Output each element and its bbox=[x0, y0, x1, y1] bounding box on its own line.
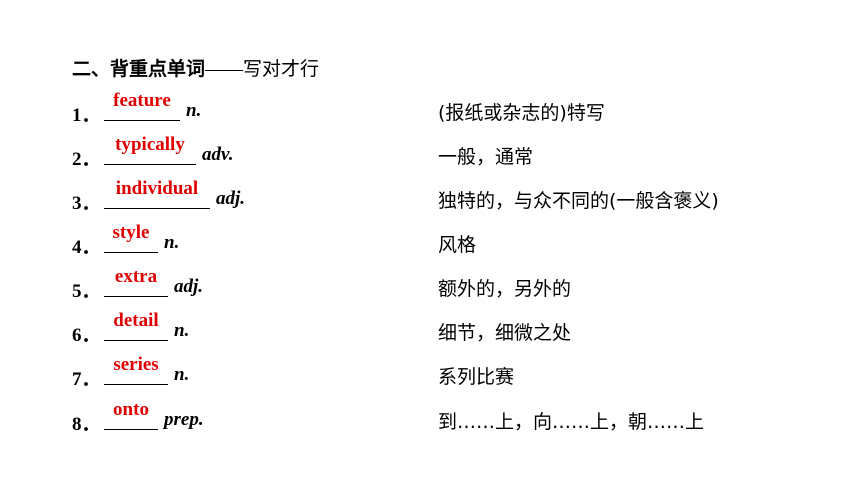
answer-blank: typically bbox=[104, 134, 196, 165]
vocab-row-3: 3． individual adj. 独特的，与众不同的(一般含褒义) bbox=[72, 178, 832, 214]
part-of-speech: n. bbox=[174, 320, 190, 341]
answer-word: feature bbox=[113, 90, 171, 111]
item-number: 3． bbox=[72, 193, 101, 214]
answer-blank: series bbox=[104, 354, 168, 385]
chinese-meaning: (报纸或杂志的)特写 bbox=[438, 102, 605, 124]
vocab-row-2: 2． typically adv. 一般，通常 bbox=[72, 134, 832, 170]
item-number: 1． bbox=[72, 105, 101, 126]
answer-blank: individual bbox=[104, 178, 210, 209]
item-number: 7． bbox=[72, 369, 101, 390]
item-number: 2． bbox=[72, 149, 101, 170]
answer-word: detail bbox=[113, 310, 159, 331]
section-subtitle: 写对才行 bbox=[243, 59, 320, 80]
answer-blank: detail bbox=[104, 310, 168, 341]
section-title: 二、背重点单词——写对才行 bbox=[72, 54, 319, 81]
answer-word: extra bbox=[114, 266, 158, 287]
section-title-main: 二、背重点单词 bbox=[72, 59, 206, 80]
answer-word: individual bbox=[115, 178, 199, 199]
part-of-speech: adv. bbox=[202, 144, 234, 165]
part-of-speech: n. bbox=[174, 364, 190, 385]
part-of-speech: adj. bbox=[174, 276, 204, 297]
answer-word: series bbox=[113, 354, 159, 375]
chinese-meaning: 到……上，向……上，朝……上 bbox=[438, 411, 705, 433]
vocab-row-4: 4． style n. 风格 bbox=[72, 222, 832, 258]
vocab-row-6: 6． detail n. 细节，细微之处 bbox=[72, 310, 832, 346]
chinese-meaning: 独特的，与众不同的(一般含褒义) bbox=[438, 190, 719, 212]
part-of-speech: n. bbox=[186, 100, 202, 121]
chinese-meaning: 额外的，另外的 bbox=[438, 278, 572, 300]
part-of-speech: n. bbox=[164, 232, 180, 253]
answer-blank: extra bbox=[104, 266, 168, 297]
item-number: 4． bbox=[72, 237, 101, 258]
title-dash: —— bbox=[205, 59, 244, 80]
answer-word: style bbox=[112, 222, 150, 243]
item-number: 5． bbox=[72, 281, 101, 302]
vocab-row-7: 7． series n. 系列比赛 bbox=[72, 354, 832, 390]
vocab-row-8: 8． onto prep. 到……上，向……上，朝……上 bbox=[72, 399, 832, 435]
vocab-row-5: 5． extra adj. 额外的，另外的 bbox=[72, 266, 832, 302]
answer-word: typically bbox=[115, 134, 185, 155]
answer-word: onto bbox=[113, 399, 149, 420]
chinese-meaning: 细节，细微之处 bbox=[438, 322, 572, 344]
item-number: 8． bbox=[72, 414, 101, 435]
chinese-meaning: 系列比赛 bbox=[438, 366, 515, 388]
chinese-meaning: 风格 bbox=[438, 234, 477, 256]
item-number: 6． bbox=[72, 325, 101, 346]
answer-blank: onto bbox=[104, 399, 158, 430]
part-of-speech: prep. bbox=[164, 409, 204, 430]
chinese-meaning: 一般，通常 bbox=[438, 146, 534, 168]
answer-blank: feature bbox=[104, 90, 180, 121]
part-of-speech: adj. bbox=[216, 188, 246, 209]
answer-blank: style bbox=[104, 222, 158, 253]
vocab-row-1: 1． feature n. (报纸或杂志的)特写 bbox=[72, 90, 832, 126]
